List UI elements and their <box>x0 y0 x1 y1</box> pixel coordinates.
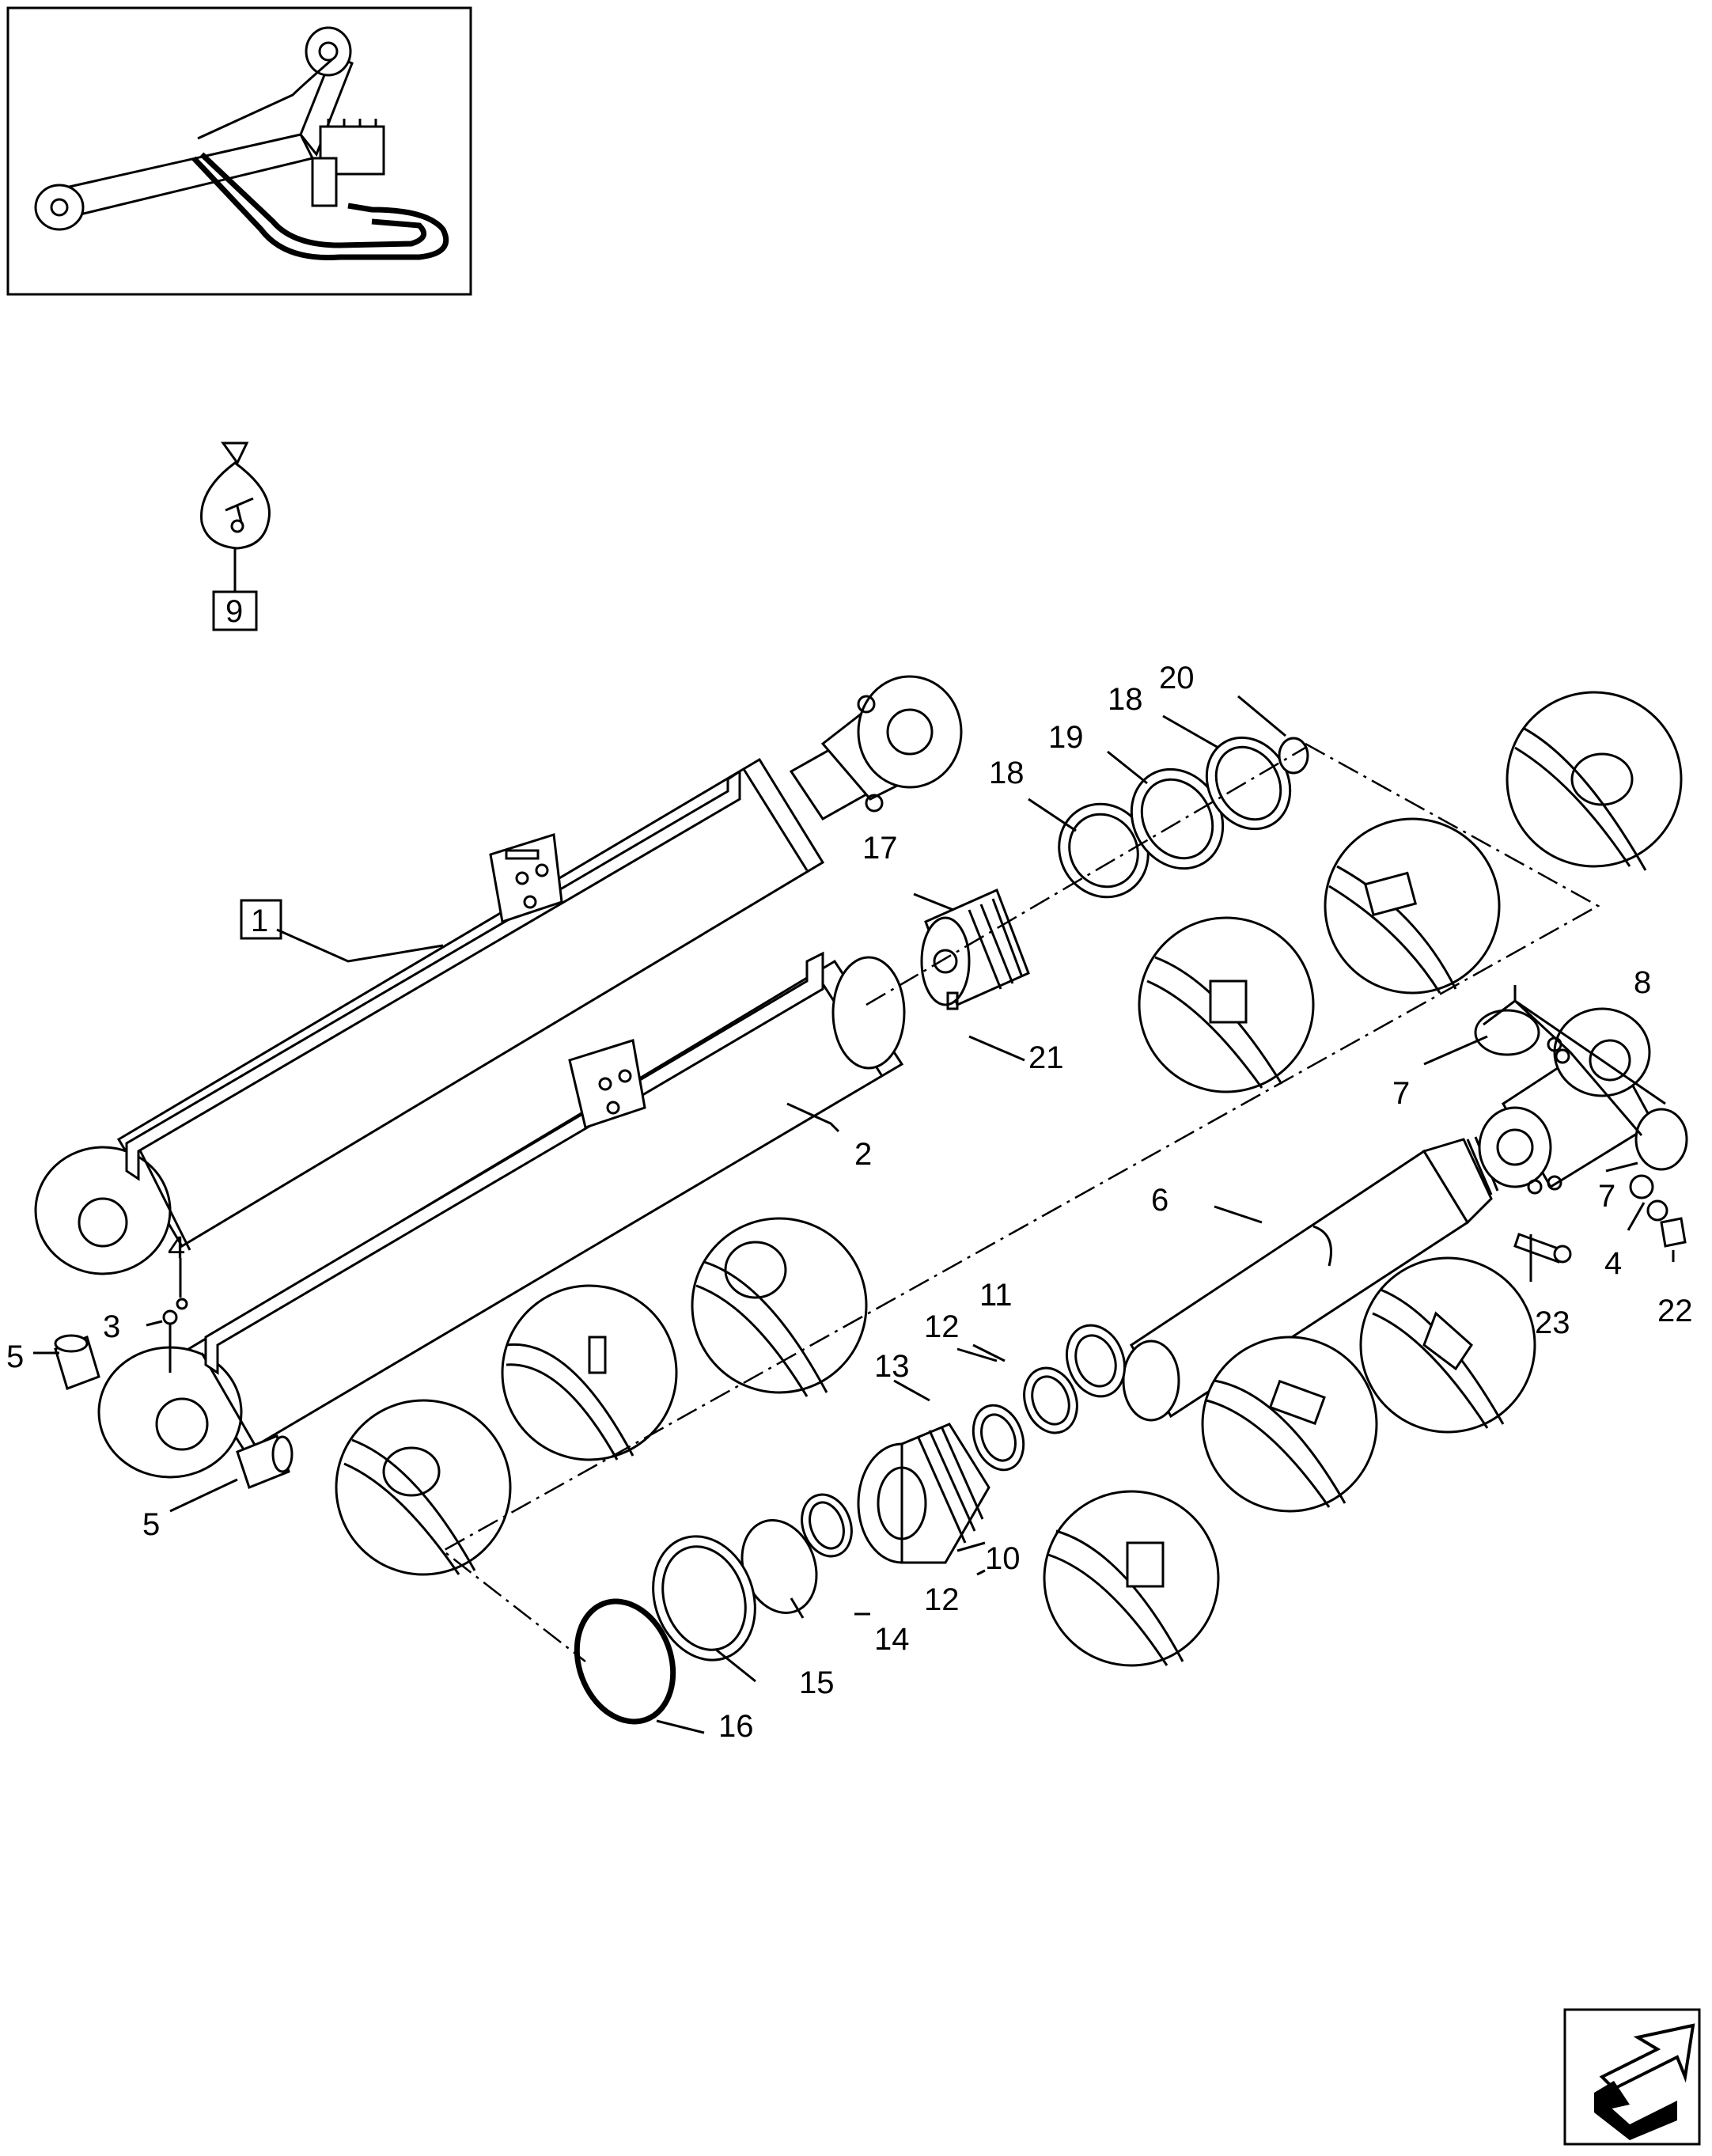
callout-8: 8 <box>1634 965 1651 1000</box>
hydraulic-system-inset-icon <box>6 6 472 296</box>
callout-4b: 4 <box>1604 1246 1622 1281</box>
cylinder-assembly-1 <box>34 675 963 1275</box>
callout-18a: 18 <box>989 756 1025 790</box>
callout-23: 23 <box>1535 1305 1570 1340</box>
callout-15: 15 <box>799 1665 835 1700</box>
callout-1: 1 <box>251 904 268 938</box>
callout-3: 3 <box>103 1309 120 1344</box>
callout-12b: 12 <box>924 1582 960 1617</box>
callout-4a: 4 <box>168 1230 185 1265</box>
callout-10: 10 <box>985 1541 1021 1576</box>
gland-part <box>857 1423 990 1564</box>
cylinder-assembly-2 <box>97 951 906 1479</box>
rod-eye-part <box>1474 1007 1688 1195</box>
callout-5b: 5 <box>142 1507 160 1542</box>
callout-7b: 7 <box>1598 1179 1615 1214</box>
callout-17: 17 <box>862 831 898 866</box>
piston-part <box>920 888 1030 1010</box>
callout-19: 19 <box>1048 720 1084 755</box>
callout-14: 14 <box>874 1622 910 1657</box>
callout-12a: 12 <box>924 1309 960 1344</box>
next-page-arrow-icon[interactable] <box>1563 2008 1701 2146</box>
callout-20: 20 <box>1159 661 1195 695</box>
callout-5a: 5 <box>6 1339 24 1374</box>
callout-11: 11 <box>979 1278 1013 1313</box>
upper-seal-rings <box>1058 736 1309 899</box>
hardware-bag-icon <box>200 441 271 631</box>
seal-detail-callouts <box>335 691 1683 1667</box>
callout-13: 13 <box>874 1349 910 1384</box>
callout-9: 9 <box>225 594 243 629</box>
callout-21: 21 <box>1028 1040 1064 1075</box>
assembly-centerlines <box>441 742 1600 1662</box>
callout-2: 2 <box>854 1137 872 1172</box>
small-fittings <box>1513 1174 1687 1264</box>
piston-rod-part <box>1122 1136 1499 1422</box>
part-callout-labels: 1 2 3 4 4 5 5 6 7 7 8 9 10 11 12 12 13 1… <box>6 594 1693 1744</box>
bushing-parts <box>54 1334 294 1489</box>
callout-22: 22 <box>1657 1294 1693 1328</box>
leader-lines <box>33 695 1675 1734</box>
lower-seal-rings <box>574 1324 1126 1725</box>
callout-16: 16 <box>718 1709 754 1744</box>
callout-7a: 7 <box>1392 1076 1410 1111</box>
callout-18b: 18 <box>1108 682 1143 717</box>
callout-6: 6 <box>1151 1183 1168 1218</box>
